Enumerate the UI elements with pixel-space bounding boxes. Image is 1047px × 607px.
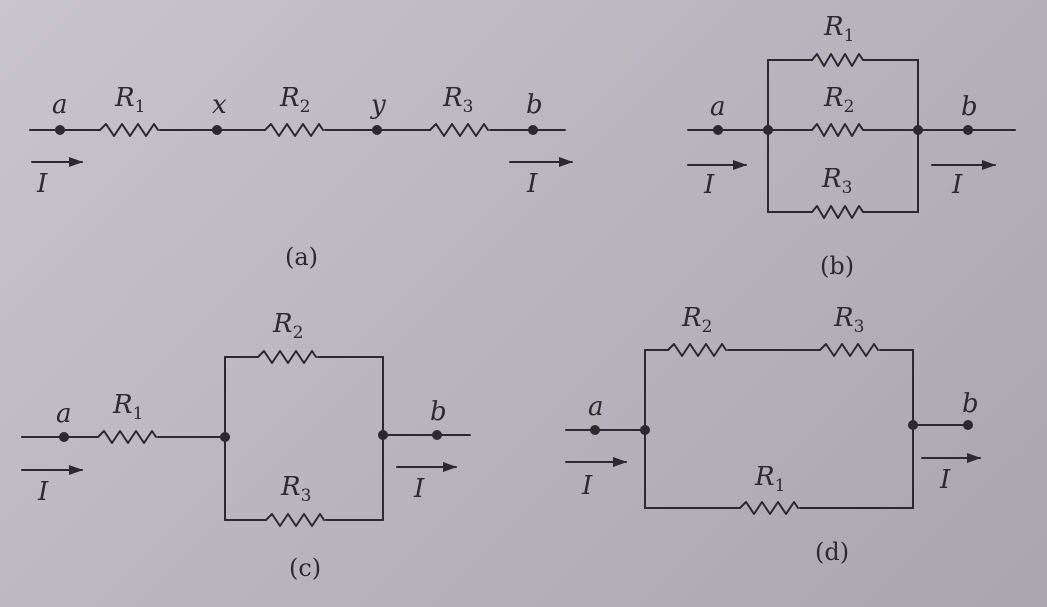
resistor-b-r3 — [811, 205, 864, 219]
caption-d: (d) — [815, 538, 849, 566]
circuit-a-series: a x y b R1 R2 R3 I I (a) — [29, 83, 573, 271]
label-r3: R3 — [280, 472, 311, 506]
node-label-b: b — [430, 397, 447, 427]
current-label-out: I — [526, 169, 538, 199]
node-label-b: b — [961, 92, 978, 122]
current-label-out: I — [951, 170, 963, 200]
label-r2: R2 — [823, 83, 854, 117]
label-r2: R2 — [279, 83, 310, 117]
resistor-d-r2 — [667, 343, 727, 357]
label-r1: R1 — [754, 462, 785, 496]
label-r2: R2 — [681, 303, 712, 337]
label-r1: R1 — [823, 12, 854, 46]
node-label-a: a — [588, 392, 604, 422]
node-label-a: a — [710, 92, 726, 122]
current-label-in: I — [37, 477, 49, 507]
caption-c: (c) — [289, 554, 321, 582]
resistor-c-r1 — [97, 430, 157, 444]
resistor-a-r3 — [429, 123, 489, 137]
resistor-d-r3 — [819, 343, 879, 357]
resistor-b-r1 — [811, 53, 864, 67]
circuit-c-series-parallel: a b R1 R2 R3 I I (c) — [21, 309, 471, 582]
resistor-d-r1 — [739, 501, 799, 515]
current-label-in: I — [581, 471, 593, 501]
circuit-d-parallel-series: a b R2 R3 R1 I I (d) — [565, 303, 981, 566]
label-r3: R3 — [821, 164, 852, 198]
resistor-a-r2 — [264, 123, 324, 137]
resistor-c-r3 — [265, 513, 325, 527]
resistor-c-r2 — [257, 350, 317, 364]
caption-a: (a) — [285, 243, 318, 271]
node-label-b: b — [526, 90, 543, 120]
node-label-y: y — [370, 90, 386, 120]
label-r3: R3 — [442, 83, 473, 117]
current-label-in: I — [36, 169, 48, 199]
current-label-in: I — [703, 170, 715, 200]
resistor-a-r1 — [99, 123, 159, 137]
node-label-a: a — [52, 90, 68, 120]
label-r3: R3 — [833, 303, 864, 337]
resistor-b-r2 — [811, 123, 864, 137]
node-label-a: a — [56, 399, 72, 429]
node-label-b: b — [962, 389, 979, 419]
label-r2: R2 — [272, 309, 303, 343]
circuit-b-parallel: a b R1 R2 R3 I I (b) — [687, 12, 1016, 280]
node-label-x: x — [212, 90, 227, 120]
caption-b: (b) — [820, 252, 854, 280]
label-r1: R1 — [112, 390, 143, 424]
current-label-out: I — [413, 474, 425, 504]
label-r1: R1 — [114, 83, 145, 117]
current-label-out: I — [939, 465, 951, 495]
